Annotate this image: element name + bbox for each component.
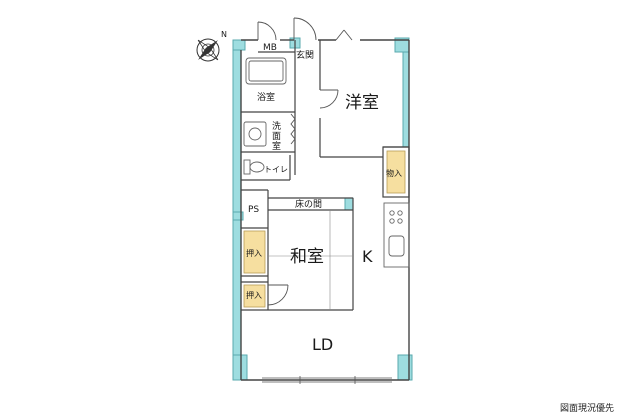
- toilet-fixture: [243, 159, 265, 175]
- closet-fills: [243, 150, 406, 308]
- bathtub: [245, 57, 287, 85]
- label-toilet: トイレ: [264, 165, 288, 174]
- label-senmen-1: 洗: [272, 120, 281, 132]
- label-k: K: [362, 247, 373, 266]
- accordion-door: [290, 113, 296, 145]
- label-mb: MB: [263, 43, 277, 53]
- label-monoire: 物入: [386, 168, 402, 178]
- room-labels: 洋室 和室 LD K 玄関 MB 浴室 洗 面 室 トイレ PS 床の間 物入 …: [246, 43, 402, 354]
- label-yokushitsu: 浴室: [257, 91, 275, 103]
- label-oshiire-lower: 押入: [246, 290, 262, 300]
- wash-basin: [243, 121, 267, 147]
- interior-walls: [241, 40, 410, 311]
- door-swings: [257, 17, 353, 306]
- caption: 図面現況優先: [559, 404, 614, 414]
- kitchen-counter: [383, 202, 410, 268]
- label-washitsu: 和室: [290, 247, 324, 267]
- windows: [262, 376, 392, 384]
- label-genkan: 玄関: [296, 49, 314, 61]
- label-senmen-2: 面: [272, 131, 281, 142]
- label-yoshitsu: 洋室: [345, 93, 379, 113]
- label-oshiire-upper: 押入: [246, 248, 262, 258]
- outer-walls: [240, 39, 410, 381]
- wall-blocks: [232, 37, 413, 381]
- compass-north-label: N: [221, 30, 227, 39]
- label-ld: LD: [312, 335, 333, 354]
- label-senmen-3: 室: [272, 140, 281, 152]
- label-tokonoma: 床の間: [295, 198, 322, 210]
- compass: N: [196, 30, 227, 62]
- label-ps: PS: [248, 205, 259, 215]
